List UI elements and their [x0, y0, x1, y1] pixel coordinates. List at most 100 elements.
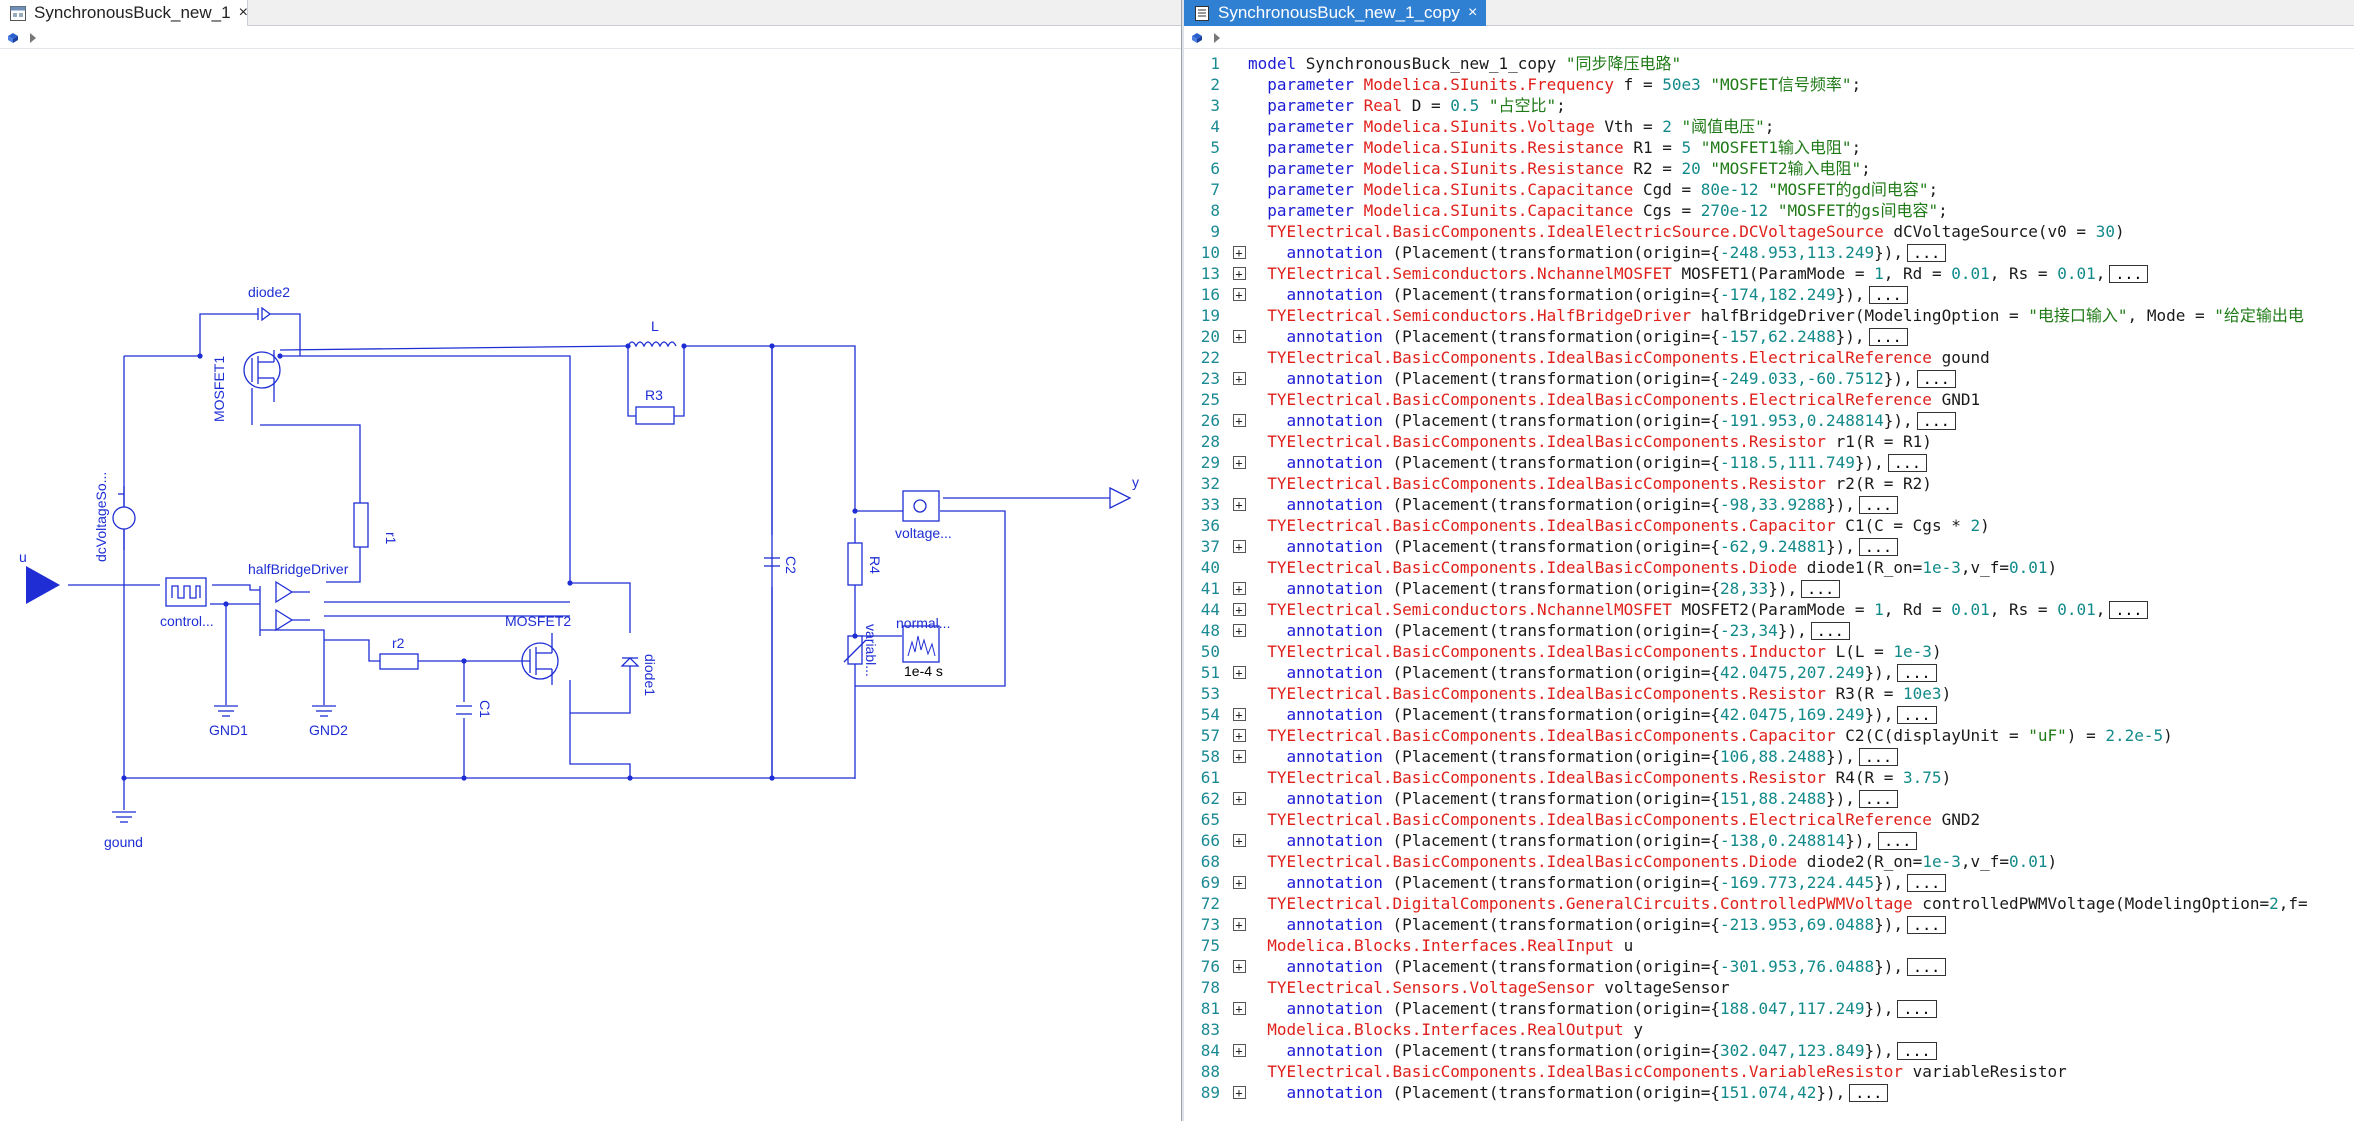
collapsed-annotation-button[interactable]: ...: [1858, 747, 1898, 766]
code-line[interactable]: 37+ annotation (Placement(transformation…: [1184, 536, 2354, 557]
code-line[interactable]: 29+ annotation (Placement(transformation…: [1184, 452, 2354, 473]
code-line[interactable]: 7 parameter Modelica.SIunits.Capacitance…: [1184, 179, 2354, 200]
code-line[interactable]: 68 TYElectrical.BasicComponents.IdealBas…: [1184, 851, 2354, 872]
plus-icon[interactable]: +: [1232, 708, 1246, 721]
code-line[interactable]: 58+ annotation (Placement(transformation…: [1184, 746, 2354, 767]
code-line[interactable]: 22 TYElectrical.BasicComponents.IdealBas…: [1184, 347, 2354, 368]
plus-icon[interactable]: +: [1232, 1002, 1246, 1015]
collapsed-annotation-button[interactable]: ...: [1868, 285, 1908, 304]
code-line[interactable]: 73+ annotation (Placement(transformation…: [1184, 914, 2354, 935]
fold-expand-icon[interactable]: +: [1230, 455, 1248, 471]
close-icon[interactable]: ×: [238, 4, 248, 21]
plus-icon[interactable]: +: [1232, 1044, 1246, 1057]
plus-icon[interactable]: +: [1232, 582, 1246, 595]
circuit-diagram[interactable]: diode2 L R3 MOSFET1 dcVoltageSo... r1 u …: [0, 50, 1182, 1121]
normal-source-symbol[interactable]: [902, 625, 940, 663]
code-line[interactable]: 41+ annotation (Placement(transformation…: [1184, 578, 2354, 599]
code-line[interactable]: 13+ TYElectrical.Semiconductors.Nchannel…: [1184, 263, 2354, 284]
code-line[interactable]: 57+ TYElectrical.BasicComponents.IdealBa…: [1184, 725, 2354, 746]
code-line[interactable]: 5 parameter Modelica.SIunits.Resistance …: [1184, 137, 2354, 158]
fold-expand-icon[interactable]: +: [1230, 665, 1248, 681]
code-line[interactable]: 51+ annotation (Placement(transformation…: [1184, 662, 2354, 683]
plus-icon[interactable]: +: [1232, 456, 1246, 469]
code-line[interactable]: 16+ annotation (Placement(transformation…: [1184, 284, 2354, 305]
diode2-symbol[interactable]: [236, 306, 272, 322]
fold-expand-icon[interactable]: +: [1230, 917, 1248, 933]
code-line[interactable]: 20+ annotation (Placement(transformation…: [1184, 326, 2354, 347]
plus-icon[interactable]: +: [1232, 288, 1246, 301]
code-line[interactable]: 53 TYElectrical.BasicComponents.IdealBas…: [1184, 683, 2354, 704]
collapsed-annotation-button[interactable]: ...: [1897, 999, 1937, 1018]
code-line[interactable]: 8 parameter Modelica.SIunits.Capacitance…: [1184, 200, 2354, 221]
fold-expand-icon[interactable]: +: [1230, 266, 1248, 282]
code-line[interactable]: 10+ annotation (Placement(transformation…: [1184, 242, 2354, 263]
r3-symbol[interactable]: [635, 406, 675, 425]
fold-expand-icon[interactable]: +: [1230, 1085, 1248, 1101]
plus-icon[interactable]: +: [1232, 372, 1246, 385]
code-line[interactable]: 48+ annotation (Placement(transformation…: [1184, 620, 2354, 641]
fold-expand-icon[interactable]: +: [1230, 497, 1248, 513]
collapsed-annotation-button[interactable]: ...: [1858, 537, 1898, 556]
fold-expand-icon[interactable]: +: [1230, 623, 1248, 639]
fold-expand-icon[interactable]: +: [1230, 371, 1248, 387]
plus-icon[interactable]: +: [1232, 540, 1246, 553]
collapsed-annotation-button[interactable]: ...: [1858, 495, 1898, 514]
code-line[interactable]: 81+ annotation (Placement(transformation…: [1184, 998, 2354, 1019]
code-line[interactable]: 83 Modelica.Blocks.Interfaces.RealOutput…: [1184, 1019, 2354, 1040]
collapsed-annotation-button[interactable]: ...: [1897, 1041, 1937, 1060]
plus-icon[interactable]: +: [1232, 1086, 1246, 1099]
code-line[interactable]: 76+ annotation (Placement(transformation…: [1184, 956, 2354, 977]
code-line[interactable]: 36 TYElectrical.BasicComponents.IdealBas…: [1184, 515, 2354, 536]
close-icon[interactable]: ×: [1467, 4, 1478, 21]
fold-expand-icon[interactable]: +: [1230, 602, 1248, 618]
r1-symbol[interactable]: [353, 502, 369, 548]
plus-icon[interactable]: +: [1232, 498, 1246, 511]
collapsed-annotation-button[interactable]: ...: [2109, 600, 2149, 619]
collapsed-annotation-button[interactable]: ...: [1868, 327, 1908, 346]
plus-icon[interactable]: +: [1232, 246, 1246, 259]
fold-expand-icon[interactable]: +: [1230, 413, 1248, 429]
code-line[interactable]: 19 TYElectrical.Semiconductors.HalfBridg…: [1184, 305, 2354, 326]
code-line[interactable]: 28 TYElectrical.BasicComponents.IdealBas…: [1184, 431, 2354, 452]
code-line[interactable]: 4 parameter Modelica.SIunits.Voltage Vth…: [1184, 116, 2354, 137]
plus-icon[interactable]: +: [1232, 414, 1246, 427]
code-line[interactable]: 66+ annotation (Placement(transformation…: [1184, 830, 2354, 851]
fold-expand-icon[interactable]: +: [1230, 1001, 1248, 1017]
code-line[interactable]: 89+ annotation (Placement(transformation…: [1184, 1082, 2354, 1103]
code-line[interactable]: 54+ annotation (Placement(transformation…: [1184, 704, 2354, 725]
code-line[interactable]: 84+ annotation (Placement(transformation…: [1184, 1040, 2354, 1061]
diode1-symbol[interactable]: [620, 657, 640, 667]
voltage-sensor-symbol[interactable]: [902, 490, 940, 522]
collapsed-annotation-button[interactable]: ...: [1907, 915, 1947, 934]
fold-expand-icon[interactable]: +: [1230, 245, 1248, 261]
pwm-controller-symbol[interactable]: [165, 577, 207, 607]
fold-expand-icon[interactable]: +: [1230, 728, 1248, 744]
code-line[interactable]: 50 TYElectrical.BasicComponents.IdealBas…: [1184, 641, 2354, 662]
collapsed-annotation-button[interactable]: ...: [1897, 705, 1937, 724]
r2-symbol[interactable]: [379, 653, 419, 670]
collapsed-annotation-button[interactable]: ...: [1849, 1083, 1889, 1102]
plus-icon[interactable]: +: [1232, 792, 1246, 805]
code-line[interactable]: 65 TYElectrical.BasicComponents.IdealBas…: [1184, 809, 2354, 830]
halfbridge-driver-symbol[interactable]: [259, 580, 310, 636]
collapsed-annotation-button[interactable]: ...: [1801, 579, 1841, 598]
fold-expand-icon[interactable]: +: [1230, 959, 1248, 975]
chevron-right-icon[interactable]: [26, 31, 40, 45]
code-line[interactable]: 69+ annotation (Placement(transformation…: [1184, 872, 2354, 893]
collapsed-annotation-button[interactable]: ...: [1916, 369, 1956, 388]
plus-icon[interactable]: +: [1232, 267, 1246, 280]
collapsed-annotation-button[interactable]: ...: [1916, 411, 1956, 430]
gound-symbol[interactable]: [112, 811, 136, 823]
gnd1-symbol[interactable]: [214, 705, 238, 717]
plus-icon[interactable]: +: [1232, 624, 1246, 637]
collapsed-annotation-button[interactable]: ...: [2109, 264, 2149, 283]
fold-expand-icon[interactable]: +: [1230, 833, 1248, 849]
code-line[interactable]: 44+ TYElectrical.Semiconductors.Nchannel…: [1184, 599, 2354, 620]
c2-symbol[interactable]: [764, 557, 780, 567]
tab-diagram[interactable]: SynchronousBuck_new_1 ×: [0, 0, 248, 26]
r4-symbol[interactable]: [847, 542, 863, 586]
code-line[interactable]: 6 parameter Modelica.SIunits.Resistance …: [1184, 158, 2354, 179]
plus-icon[interactable]: +: [1232, 834, 1246, 847]
